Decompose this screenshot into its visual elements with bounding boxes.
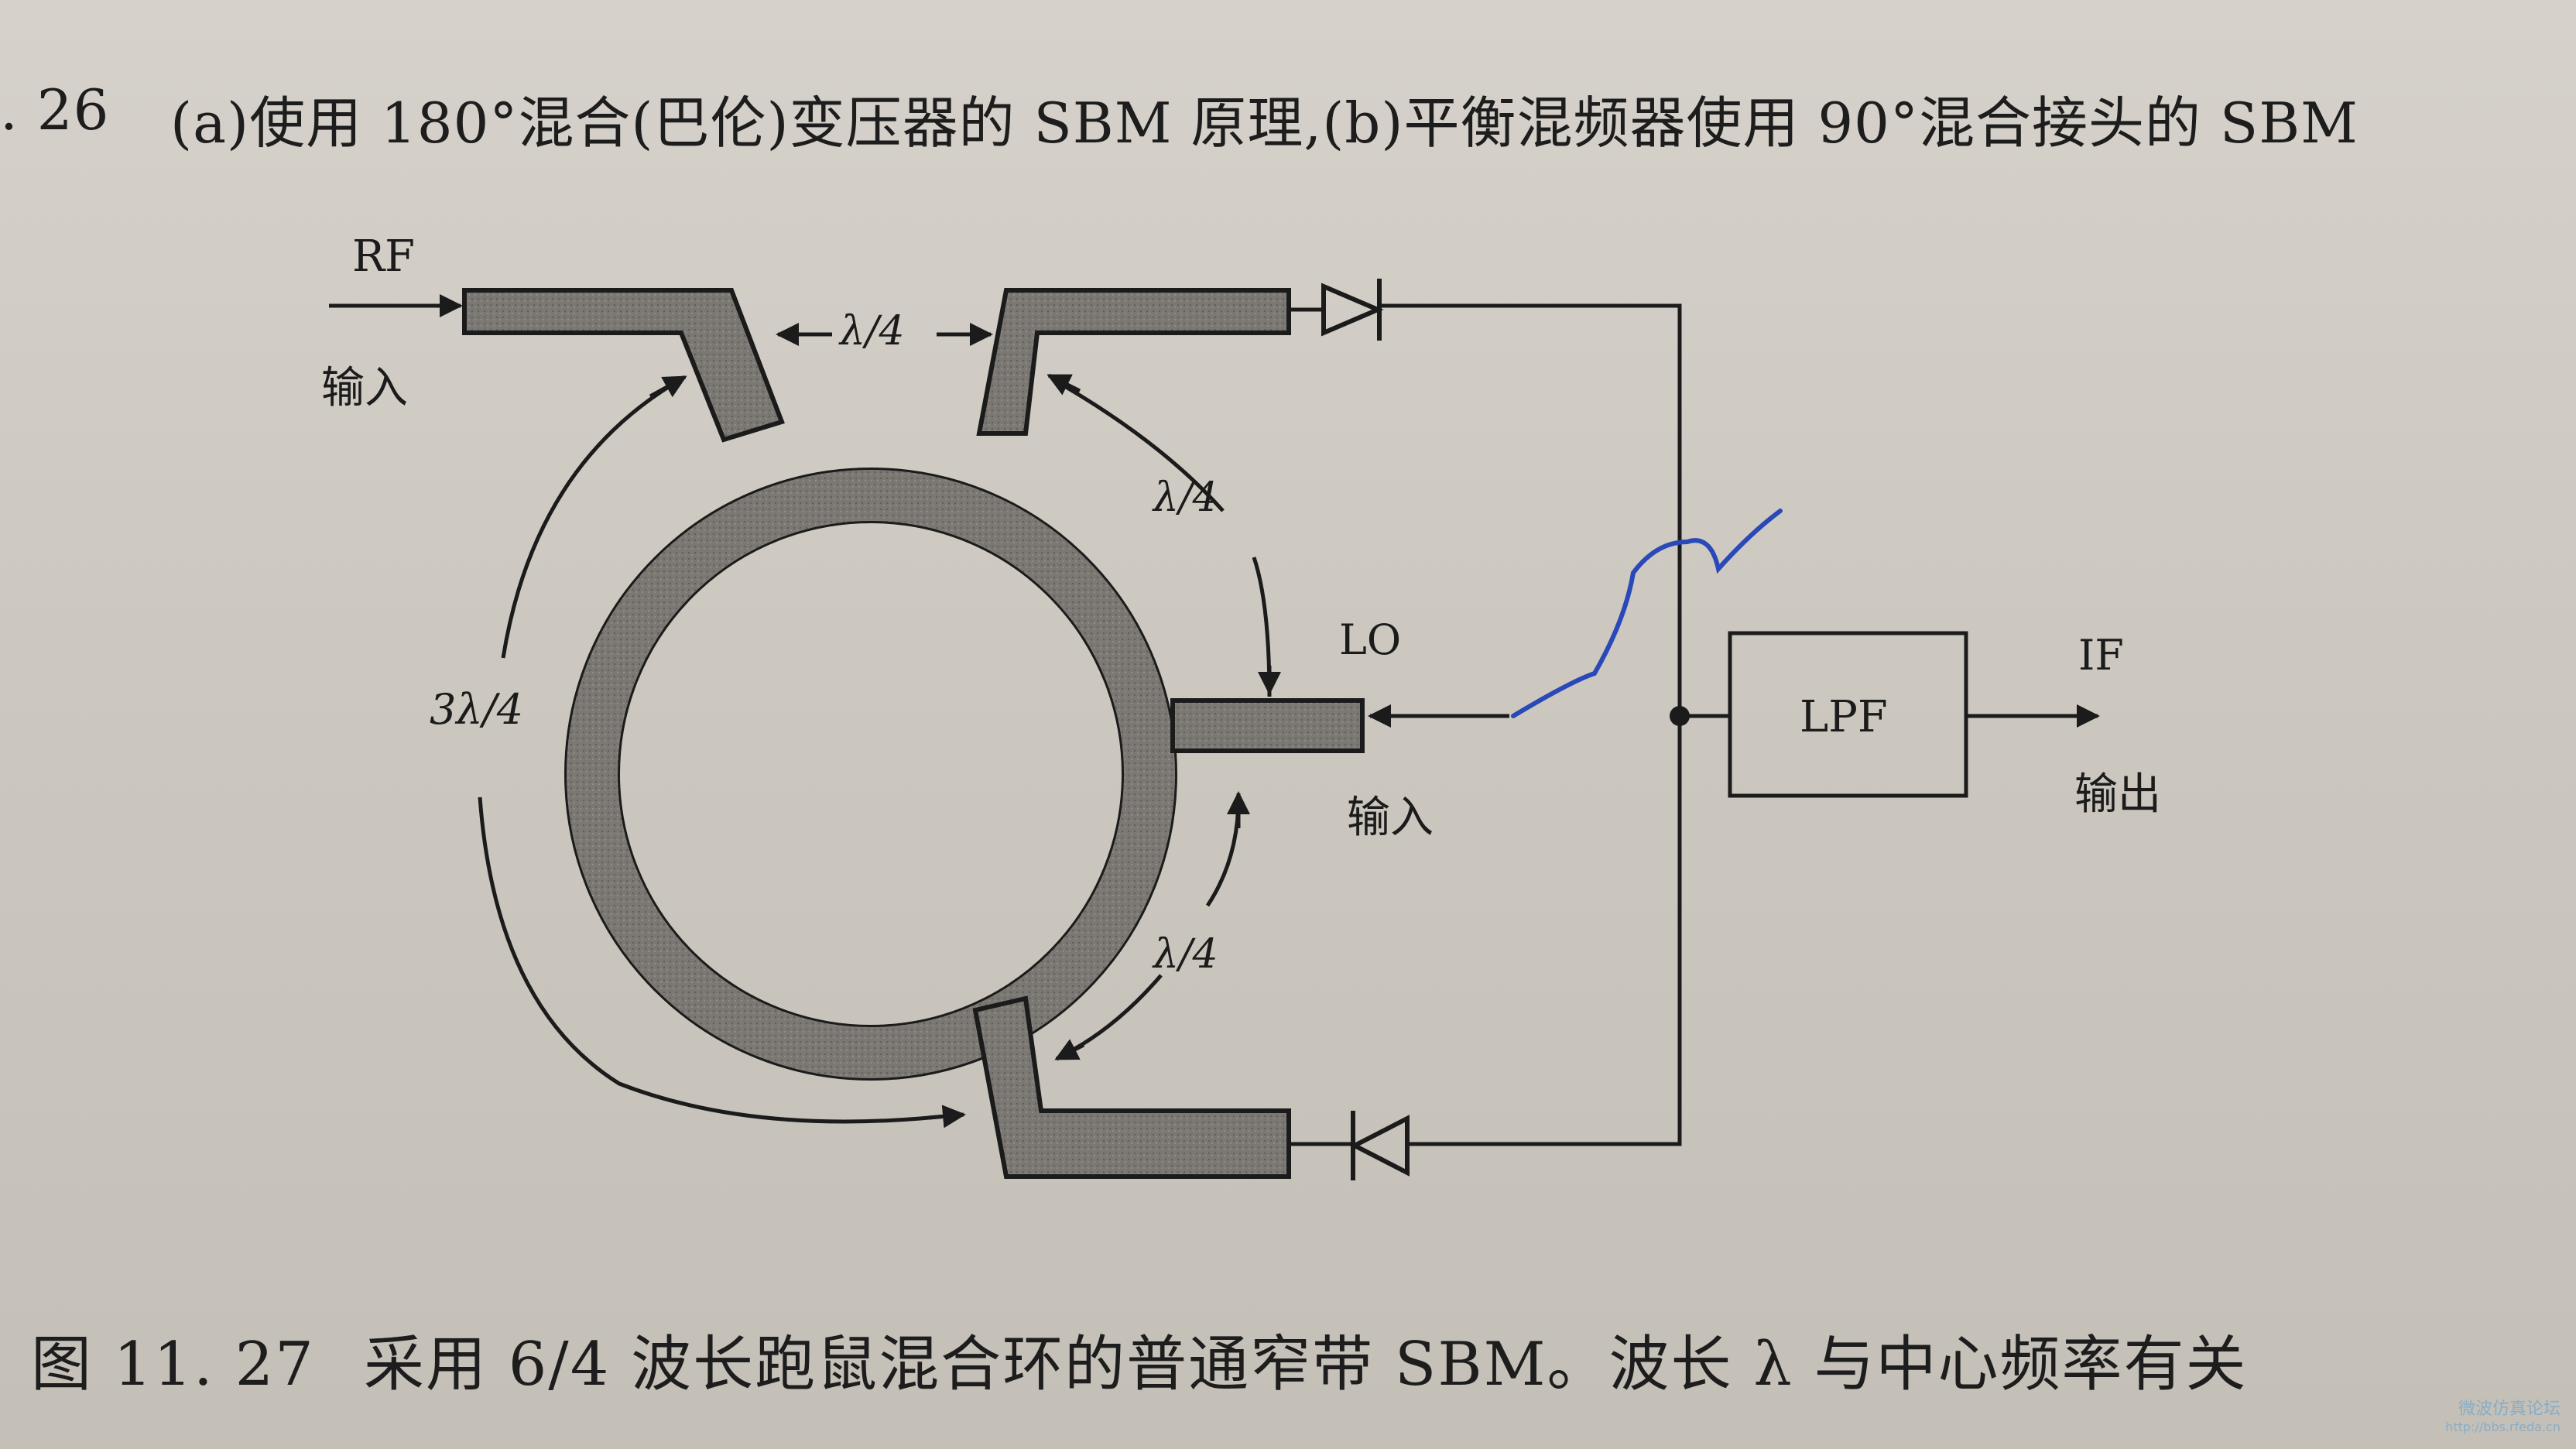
- forum-watermark: 微波仿真论坛 http://bbs.rfeda.cn: [2367, 1395, 2561, 1441]
- watermark-text: 微波仿真论坛: [2458, 1399, 2561, 1419]
- arc-upper-arrowhead: [1046, 373, 1081, 396]
- rf-port-arm: [462, 288, 785, 443]
- if-output-label: 输出: [2074, 769, 2161, 820]
- lambda-right-lower-label: λ/4: [1152, 931, 1218, 978]
- figure-caption-bottom: 图 11. 27 采用 6/4 波长跑鼠混合环的普通窄带 SBM。波长 λ 与中…: [31, 1308, 2508, 1401]
- if-label: IF: [2078, 631, 2124, 680]
- arc-lower-bottom-arrowhead: [1054, 1039, 1085, 1061]
- figure-caption-bottom-text: 采用 6/4 波长跑鼠混合环的普通窄带 SBM。波长 λ 与中心频率有关: [364, 1330, 2248, 1399]
- lambda-right-upper-label: λ/4: [1152, 474, 1218, 521]
- figure-caption-top-text: (a)使用 180°混合(巴伦)变压器的 SBM 原理,(b)平衡混频器使用 9…: [170, 91, 2358, 156]
- lo-label: LO: [1339, 615, 1401, 664]
- lo-input-label: 输入: [1347, 793, 1434, 843]
- pen-mark: [1511, 509, 1783, 718]
- wire-top-to-junction: [1379, 303, 1682, 1146]
- rat-race-ring-fill: [567, 470, 1175, 1078]
- figure-number-bottom: 图 11. 27: [31, 1330, 315, 1399]
- diode1-port-arm: [976, 288, 1291, 436]
- lpf-label: LPF: [1800, 692, 1888, 742]
- lo-port-arm: [1170, 698, 1365, 753]
- watermark-url: http://bbs.rfeda.cn: [2445, 1420, 2561, 1434]
- three-lambda-arc: [478, 377, 961, 1124]
- lambda-right-upper-arc: [1051, 377, 1272, 697]
- figure-caption-top: . 26 (a)使用 180°混合(巴伦)变压器的 SBM 原理,(b)平衡混频…: [0, 62, 2576, 163]
- lambda-top-label: λ/4: [838, 308, 905, 355]
- figure-number-top: . 26: [0, 77, 110, 142]
- three-lambda-bottom-arrowhead: [928, 1105, 966, 1129]
- rf-label: RF: [352, 231, 415, 282]
- diode-top: [1321, 279, 1384, 341]
- diode2-port-arm: [972, 995, 1291, 1179]
- diode-bottom: [1349, 1111, 1410, 1180]
- rf-input-label: 输入: [321, 363, 408, 413]
- three-lambda-label: 3λ/4: [430, 685, 523, 734]
- three-lambda-top-arrowhead: [649, 375, 687, 399]
